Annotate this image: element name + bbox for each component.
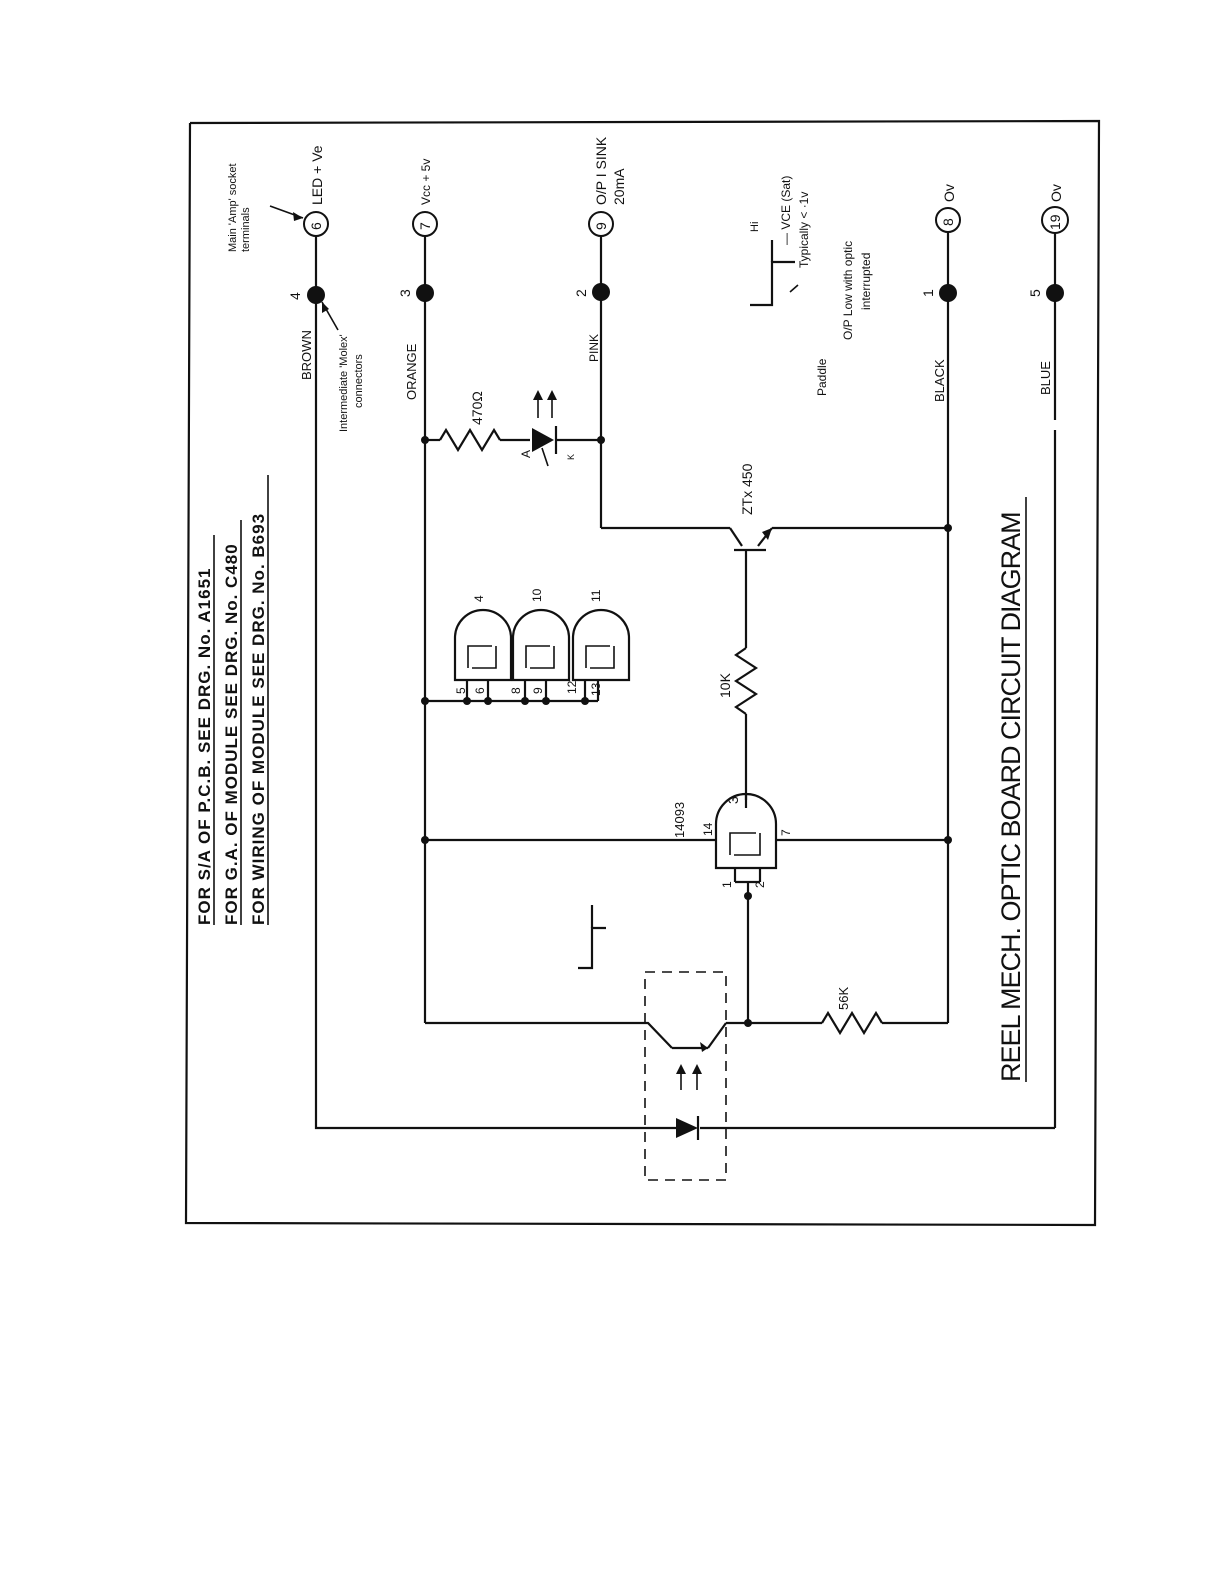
- resistor-10k-label: 10K: [717, 672, 733, 698]
- gate-pin-in2: 2: [753, 881, 767, 888]
- gate-pin-in1: 1: [720, 881, 734, 888]
- op-low-note-2: interrupted: [859, 253, 873, 310]
- waveform-vce-label: — VCE (Sat): [779, 176, 793, 245]
- wire-black-label: BLACK: [932, 359, 947, 402]
- molex-pin-5-number: 5: [1027, 289, 1043, 297]
- molex-note: Intermediate 'Molex': [338, 334, 350, 432]
- molex-pin-4-number: 4: [287, 292, 303, 300]
- terminal-19-number: 19: [1047, 214, 1063, 230]
- led-cathode-label: K: [566, 454, 576, 460]
- svg-text:12: 12: [565, 680, 579, 694]
- status-led: [532, 390, 601, 467]
- molex-note-2: connectors: [353, 354, 365, 408]
- paddle-note: Paddle: [815, 358, 829, 396]
- terminal-19: [1041, 206, 1069, 234]
- wire-brown-label: BROWN: [299, 330, 314, 380]
- ic-label: 14093: [672, 802, 687, 838]
- svg-text:5: 5: [454, 687, 468, 694]
- terminal-6: [303, 211, 329, 237]
- wire-pink-label: PINK: [587, 334, 601, 362]
- wire-blue-label: BLUE: [1038, 361, 1053, 395]
- molex-pin-1-number: 1: [920, 289, 936, 297]
- terminal-7-number: 7: [417, 222, 433, 230]
- wire-brown: [314, 226, 680, 1130]
- svg-text:6: 6: [473, 687, 487, 694]
- terminal-19-label: Ov: [1048, 184, 1064, 202]
- drawing-border: [184, 119, 1101, 1227]
- resistor-470-label: 470Ω: [469, 391, 485, 425]
- molex-pin-3-number: 3: [397, 289, 413, 297]
- terminal-9-number: 9: [593, 222, 609, 230]
- resistor-56k: [821, 1010, 883, 1036]
- waveform-typ-label: Typically < ·1v: [797, 192, 811, 268]
- molex-pin-2: [592, 283, 610, 301]
- wire-orange-label: ORANGE: [404, 343, 419, 400]
- gate-pin-gnd: 7: [779, 829, 793, 836]
- resistor-470: [439, 427, 501, 453]
- terminal-6-label: LED + Ve: [309, 145, 325, 205]
- svg-text:8: 8: [509, 687, 523, 694]
- diagram-title: REEL MECH. OPTIC BOARD CIRCUIT DIAGRAM: [996, 497, 1027, 1082]
- terminal-7: [412, 211, 438, 237]
- header-line-3: FOR WIRING OF MODULE SEE DRG. No. B693: [249, 513, 268, 925]
- molex-pin-2-number: 2: [573, 289, 589, 297]
- terminal-8-label: Ov: [941, 184, 957, 202]
- gate-pin-vcc: 14: [701, 822, 715, 836]
- svg-text:REEL MECH. OPTIC BOARD CIRCUIT: REEL MECH. OPTIC BOARD CIRCUIT DIAGRAM: [996, 512, 1026, 1082]
- svg-text:9: 9: [531, 687, 545, 694]
- terminal-9-label-2: 20mA: [611, 168, 627, 205]
- amp-socket-note-2: terminals: [240, 207, 252, 252]
- gate-pin-out: 3: [725, 796, 741, 804]
- svg-text:10: 10: [530, 588, 544, 602]
- header-line-1: FOR S/A OF P.C.B. SEE DRG. No. A1651: [195, 568, 214, 926]
- op-low-note: O/P Low with optic: [841, 241, 855, 340]
- transistor-ztx450: [729, 526, 948, 648]
- resistor-10k: [733, 647, 759, 715]
- molex-pin-3: [416, 284, 434, 302]
- led-anode-label: A: [519, 450, 533, 458]
- terminal-8: [935, 207, 961, 233]
- waveform-icon: [750, 260, 795, 307]
- molex-pin-5: [1046, 284, 1064, 302]
- header-line-2: FOR G.A. OF MODULE SEE DRG. No. C480: [222, 543, 241, 925]
- opto-switch: [644, 971, 727, 1181]
- drawing-header: FOR S/A OF P.C.B. SEE DRG. No. A1651 FOR…: [195, 475, 269, 926]
- terminal-9: [588, 211, 614, 237]
- terminal-7-label: Vcc + 5v: [419, 159, 433, 205]
- terminal-6-number: 6: [308, 222, 324, 230]
- terminal-8-number: 8: [940, 218, 956, 226]
- amp-socket-note: Main 'Amp' socket: [227, 163, 239, 252]
- transistor-label: ZTx 450: [739, 463, 755, 515]
- nand-gate-main: [425, 792, 948, 896]
- svg-text:4: 4: [472, 595, 486, 602]
- svg-text:13: 13: [589, 682, 603, 696]
- svg-text:11: 11: [589, 589, 603, 602]
- molex-pin-1: [939, 284, 957, 302]
- terminal-9-label: O/P I SINK: [593, 136, 609, 205]
- pulse-icon: [578, 926, 606, 970]
- molex-pin-4: [307, 286, 325, 304]
- waveform-hi-label: Hi: [749, 222, 761, 232]
- resistor-56k-label: 56K: [836, 987, 851, 1010]
